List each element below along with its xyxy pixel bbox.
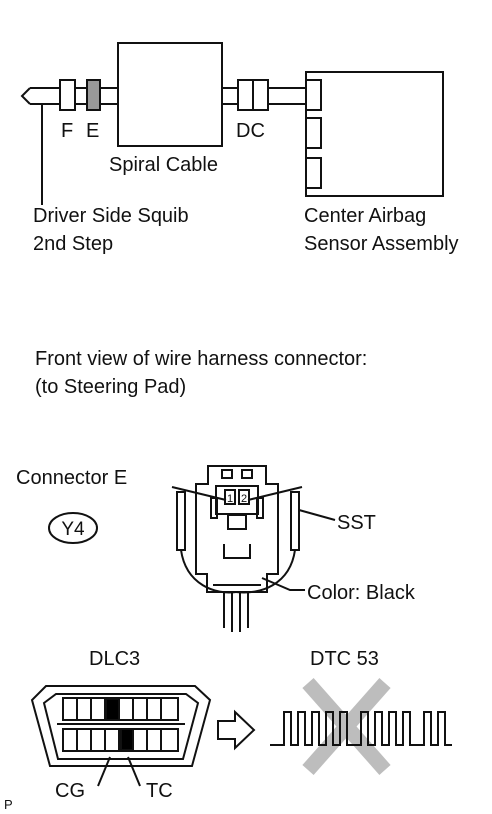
driver-side-squib-label-line2: 2nd Step <box>33 233 113 255</box>
spiral-cable-label: Spiral Cable <box>109 154 218 176</box>
tc-pin <box>120 728 134 751</box>
color-black-label: Color: Black <box>307 582 416 604</box>
connector-e-label: E <box>86 120 99 142</box>
connector-e-drawing <box>171 465 336 632</box>
pin-1-label: 1 <box>227 493 233 505</box>
sst-label: SST <box>337 512 376 534</box>
connector-e <box>86 79 101 111</box>
sensor-assembly-label: Sensor Assembly <box>304 233 459 255</box>
pin-2-label: 2 <box>241 493 247 505</box>
dlc3-title: DLC3 <box>89 648 140 670</box>
dtc-53-title: DTC 53 <box>310 648 379 670</box>
center-airbag-label: Center Airbag <box>304 205 426 227</box>
squib-wire <box>20 87 60 105</box>
y4-badge-text: Y4 <box>61 519 85 540</box>
front-view-heading: Front view of wire harness connector: <box>35 348 367 370</box>
connector-f <box>59 79 76 111</box>
center-airbag-sensor-box <box>305 71 444 197</box>
dtc-53-waveform <box>270 678 452 775</box>
y4-badge-ellipse <box>48 512 98 544</box>
arrow-icon <box>217 709 256 751</box>
spiral-cable-box <box>117 42 223 147</box>
driver-side-squib-label: Driver Side Squib <box>33 205 189 227</box>
cg-label: CG <box>55 780 85 802</box>
tc-label: TC <box>146 780 173 802</box>
dlc3-connector <box>30 685 212 787</box>
front-view-subheading: (to Steering Pad) <box>35 376 186 398</box>
connector-f-label: F <box>61 120 73 142</box>
corner-label: P <box>4 797 13 812</box>
cg-pin <box>105 698 120 721</box>
connector-dc-label: DC <box>236 120 265 142</box>
connector-e-title: Connector E <box>16 467 127 489</box>
